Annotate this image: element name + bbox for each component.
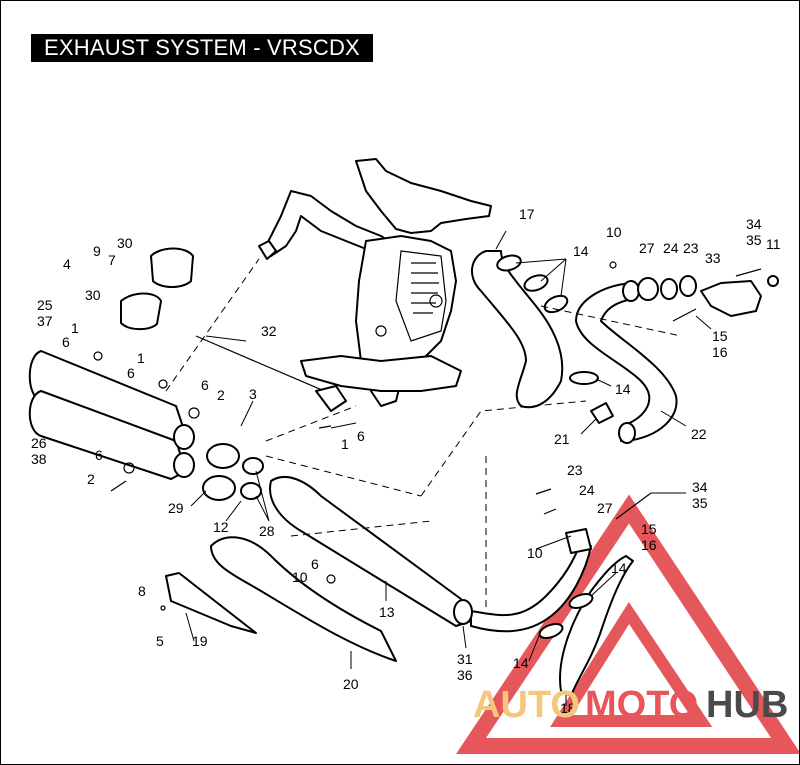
label-27: 27 [639,240,655,256]
label-10: 10 [606,224,622,240]
label-19: 19 [192,633,208,649]
label-24: 24 [663,240,679,256]
heat-shields-30 [120,247,194,331]
clamps-14 [496,254,599,385]
label-6: 6 [357,428,365,444]
label-17: 17 [519,206,535,222]
mufflers [28,350,195,480]
label-29: 29 [168,500,184,516]
label-8: 8 [138,583,146,599]
label-35: 35 [692,495,708,511]
label-14: 14 [615,381,631,397]
heat-shield-20 [210,536,397,662]
label-37: 37 [37,313,53,329]
label-27: 27 [597,500,613,516]
rod-32 [195,335,347,412]
label-14: 14 [513,655,529,671]
heat-shield-18 [538,555,634,697]
watermark-word-moto: MOTO [585,684,698,726]
motorcycle-frame [258,158,492,407]
label-36: 36 [457,667,473,683]
label-18: 18 [560,700,576,716]
label-21: 21 [554,431,570,447]
label-33: 33 [705,250,721,266]
watermark-word-auto: AUTO [473,684,580,726]
label-26: 26 [31,435,47,451]
label-10: 10 [292,569,308,585]
label-4: 4 [63,256,71,272]
label-22: 22 [691,426,707,442]
label-14: 14 [611,560,627,576]
label-3: 3 [249,386,257,402]
label-31: 31 [457,651,473,667]
label-6: 6 [62,334,70,350]
label-12: 12 [213,519,229,535]
label-30: 30 [85,287,101,303]
leader-lines [165,230,712,706]
label-6: 6 [95,447,103,463]
diagram-title: EXHAUST SYSTEM - VRSCDX [31,34,373,62]
label-15: 15 [641,521,657,537]
part-labels: 17 14 14 22 21 10 27 24 23 33 34 35 11 1… [31,206,781,716]
upper-right-parts [609,261,779,322]
label-16: 16 [641,537,657,553]
label-25: 25 [37,297,53,313]
label-1: 1 [137,350,145,366]
label-2: 2 [87,471,95,487]
label-15: 15 [712,328,728,344]
watermark-word-hub: HUB [706,684,788,726]
label-35: 35 [746,232,762,248]
label-6: 6 [201,377,209,393]
label-16: 16 [712,344,728,360]
label-34: 34 [692,479,708,495]
label-20: 20 [343,676,359,692]
label-6: 6 [311,556,319,572]
label-28: 28 [259,523,275,539]
label-1: 1 [71,320,79,336]
label-11: 11 [766,236,781,252]
hardware [93,351,652,611]
label-23: 23 [567,462,583,478]
label-34: 34 [746,216,762,232]
label-14: 14 [573,243,589,259]
label-9: 9 [93,243,101,259]
label-10: 10 [527,545,543,561]
front-exhaust-pipe-17 [471,250,564,409]
watermark-logo: AUTO MOTO HUB [473,684,788,726]
label-23: 23 [683,240,699,256]
label-2: 2 [217,387,225,403]
label-13: 13 [379,604,395,620]
sensor-21 [590,402,614,424]
couplers-29 [202,443,264,501]
label-32: 32 [261,323,277,339]
rear-exhaust-pipe-22 [575,280,678,444]
label-6: 6 [127,365,135,381]
label-30: 30 [117,235,133,251]
bracket-19 [165,572,257,634]
label-38: 38 [31,451,47,467]
label-7: 7 [108,252,116,268]
muffler-assembly [269,476,592,633]
label-1: 1 [341,436,349,452]
label-5: 5 [156,633,164,649]
label-24: 24 [579,482,595,498]
